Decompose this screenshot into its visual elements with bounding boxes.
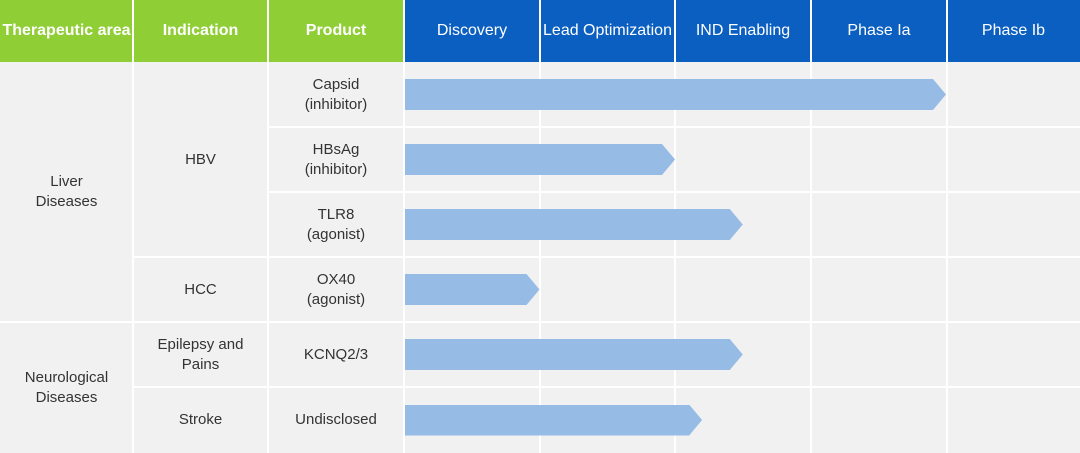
header-therapeutic-area: Therapeutic area: [0, 0, 133, 62]
indication-label: HBV: [185, 150, 216, 168]
indication-label: Stroke: [178, 411, 223, 428]
grid-vline: [946, 0, 948, 453]
product-label: TLR8 (agonist): [306, 205, 366, 243]
progress-arrow: [405, 339, 743, 370]
therapeutic-area-label: Neurological Diseases: [24, 368, 109, 406]
progress-arrow: [405, 144, 675, 175]
progress-arrow: [405, 274, 540, 305]
header-stage-lead-optimization: Lead Optimization: [540, 0, 675, 62]
grid-vline: [403, 0, 405, 453]
header-stage-discovery: Discovery: [404, 0, 540, 62]
progress-arrow: [405, 209, 743, 240]
grid-hline: [133, 256, 1080, 258]
grid-hline: [133, 386, 1080, 388]
product-label: Capsid (inhibitor): [304, 75, 368, 113]
grid-hline: [268, 191, 1080, 193]
product-label: HBsAg (inhibitor): [304, 140, 368, 178]
indication-label: HCC: [184, 280, 217, 298]
grid-hline: [268, 126, 1080, 128]
product-label: OX40 (agonist): [306, 270, 366, 308]
product-label: Undisclosed: [295, 411, 377, 428]
progress-arrow: [405, 79, 946, 110]
grid-vline: [810, 0, 812, 453]
grid-hline: [0, 321, 1080, 323]
progress-arrow: [405, 405, 702, 436]
header-stage-ind-enabling: IND Enabling: [675, 0, 811, 62]
grid-vline: [267, 0, 269, 453]
header-stage-phase-ib: Phase Ib: [947, 0, 1080, 62]
header-indication: Indication: [133, 0, 268, 62]
header-product: Product: [268, 0, 404, 62]
grid-vline: [132, 0, 134, 453]
therapeutic-area-label: Liver Diseases: [35, 173, 98, 210]
header-stage-phase-ia: Phase Ia: [811, 0, 947, 62]
product-label: KCNQ2/3: [303, 345, 369, 363]
indication-label: Epilepsy and Pains: [157, 335, 244, 373]
